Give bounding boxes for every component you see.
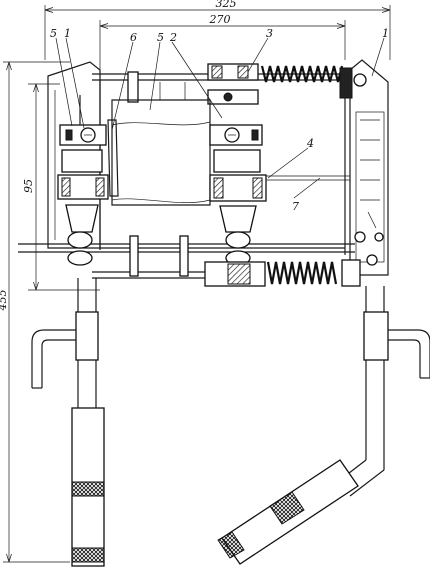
dimension-325: 325	[44, 0, 391, 60]
callout-labels: 5 1 6 5 2 3 1 4 7	[50, 27, 389, 213]
central-body	[107, 82, 211, 206]
dimension-325-label: 325	[216, 0, 237, 10]
callout-3: 3	[266, 27, 273, 40]
callout-7: 7	[292, 200, 299, 213]
dimension-270: 270	[99, 13, 346, 70]
dimension-270-label: 270	[209, 13, 231, 26]
dimension-455: 455	[0, 61, 70, 563]
callout-2: 2	[169, 31, 177, 44]
top-spring-assembly	[127, 63, 367, 105]
callout-1-right: 1	[382, 27, 389, 40]
callout-6: 6	[130, 31, 137, 44]
callout-5-left: 5	[50, 27, 57, 40]
dimension-95: 95	[22, 83, 100, 291]
right-handle	[217, 286, 430, 565]
left-contact-unit	[57, 95, 109, 266]
callout-5-center: 5	[157, 31, 164, 44]
leader-lines	[55, 37, 385, 199]
dimension-455-label: 455	[0, 290, 9, 312]
left-handle	[31, 278, 105, 567]
callout-1-left: 1	[64, 27, 71, 40]
lower-spring-assembly	[92, 235, 361, 287]
right-contact-unit	[209, 124, 350, 266]
callout-4: 4	[306, 137, 314, 150]
dimension-95-label: 95	[22, 179, 35, 193]
